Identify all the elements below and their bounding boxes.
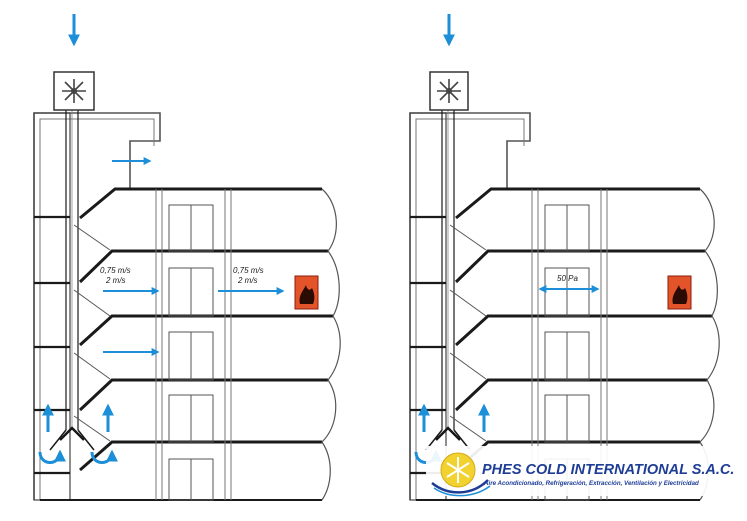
stair-velocity-label-2: 2 m/s [105,276,126,285]
right-fan-icon [429,71,469,111]
right-fire-icon [667,275,692,310]
sun-snowflake-icon [431,452,491,497]
corridor-velocity-label-2: 2 m/s [237,276,258,285]
left-airflow-arrows [38,14,285,464]
left-fire-icon [294,275,319,310]
left-fan-icon [53,71,95,111]
company-logo: PHES COLD INTERNATIONAL S.A.C. Aire Acon… [426,446,734,497]
left-curl-arrow-1-icon [38,449,66,464]
corridor-velocity-label: 0,75 m/s [233,266,264,275]
left-building-diagram [33,110,341,501]
pressure-difference-label: 50 Pa [557,274,578,283]
left-curl-arrow-2-icon [90,449,118,464]
logo-title: PHES COLD INTERNATIONAL S.A.C. [482,462,734,478]
logo-subtitle: Aire Acondicionado, Refrigeración, Extra… [483,480,699,487]
stair-velocity-label: 0,75 m/s [100,266,131,275]
